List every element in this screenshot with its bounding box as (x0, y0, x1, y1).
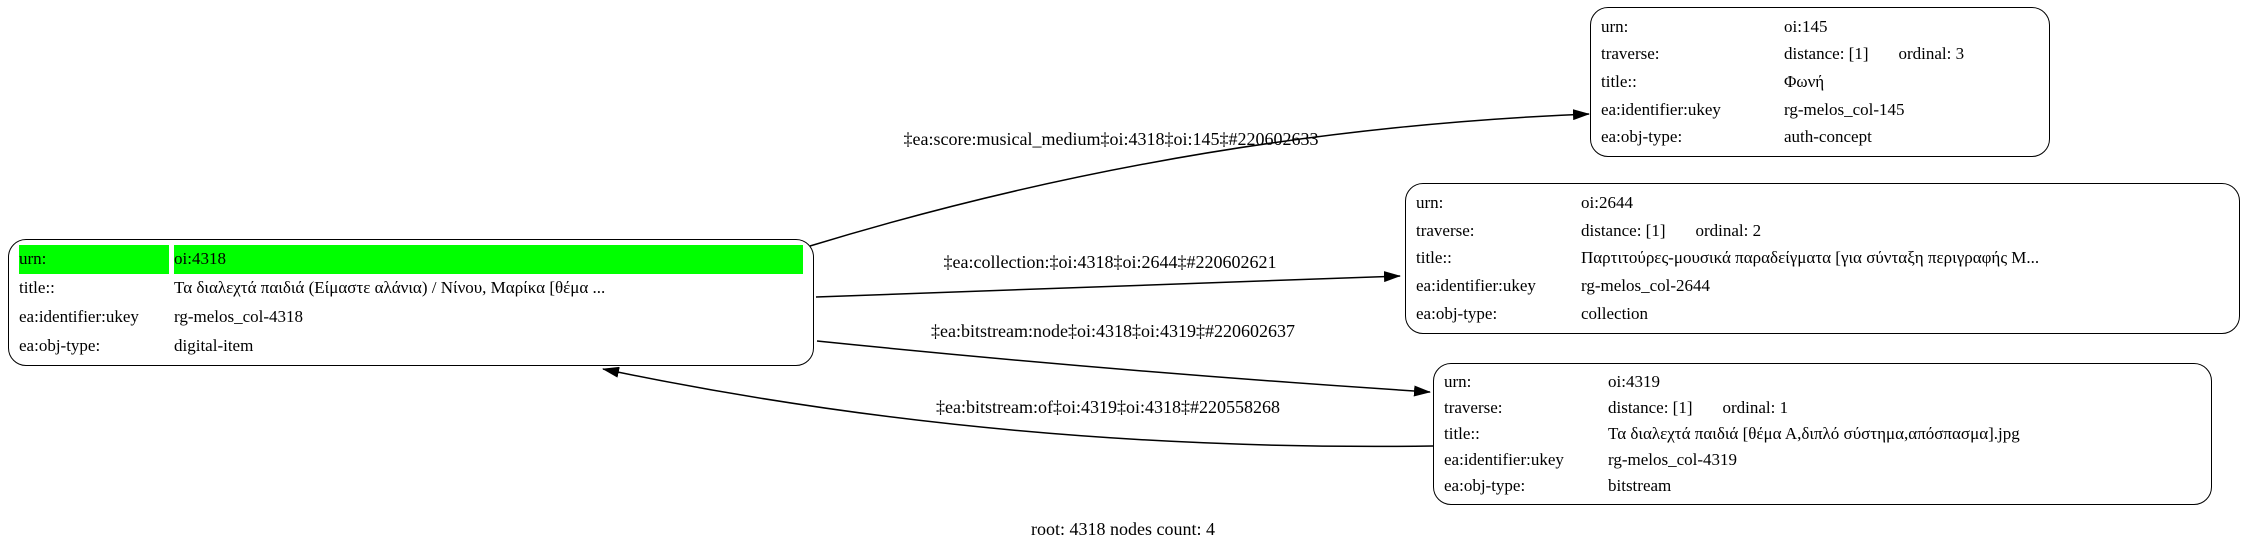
bitstream-title-value: Τα διαλεχτά παιδιά [θέμα Α,διπλό σύστημα… (1608, 424, 2020, 443)
concept-objtype-row: ea:obj-type: auth-concept (1591, 123, 2049, 151)
concept-title-value: Φωνή (1784, 72, 1825, 91)
concept-title-label: title:: (1601, 72, 1637, 91)
collection-ordinal: ordinal: 2 (1695, 220, 1762, 240)
edge-label-bitstream-node: ‡ea:bitstream:node‡oi:4318‡oi:4319‡#2206… (931, 321, 1295, 341)
root-ukey-label: ea:identifier:ukey (19, 306, 139, 326)
concept-urn-row: urn: oi:145 (1591, 13, 2049, 41)
root-title-row: title:: Τα διαλεχτά παιδιά (Είμαστε αλάν… (9, 274, 813, 303)
concept-urn-value: oi:145 (1784, 16, 1828, 36)
bitstream-traverse-label: traverse: (1444, 398, 1503, 417)
graph-caption: root: 4318 nodes count: 4 (1031, 519, 1215, 539)
root-urn-row: urn: oi:4318 (9, 245, 813, 274)
edge-label-score-musical-medium: ‡ea:score:musical_medium‡oi:4318‡oi:145‡… (903, 129, 1319, 149)
concept-urn-label: urn: (1601, 16, 1629, 36)
bitstream-objtype-label: ea:obj-type: (1444, 476, 1526, 495)
collection-traverse-row: traverse: distance: [1] ordinal: 2 (1406, 217, 2239, 245)
node-oi-4319[interactable]: urn: oi:4319 traverse: distance: [1] ord… (1433, 363, 2212, 505)
node-oi-2644[interactable]: urn: oi:2644 traverse: distance: [1] ord… (1405, 183, 2240, 334)
root-ukey-value: rg-melos_col-4318 (174, 306, 304, 326)
collection-traverse-label: traverse: (1416, 220, 1475, 240)
bitstream-distance: distance: [1] (1608, 398, 1693, 417)
collection-urn-label: urn: (1416, 192, 1444, 212)
concept-traverse-label: traverse: (1601, 44, 1660, 64)
collection-objtype-value: collection (1581, 304, 1649, 324)
edge-score-musical-medium-line (809, 109, 1590, 247)
collection-title-row: title:: Παρτιτούρες-μουσικά παραδείγματα… (1406, 245, 2239, 273)
edge-collection-line (815, 271, 1401, 298)
bitstream-ordinal: ordinal: 1 (1722, 398, 1789, 417)
concept-ordinal: ordinal: 3 (1898, 44, 1965, 64)
bitstream-urn-value: oi:4319 (1608, 372, 1660, 391)
collection-urn-row: urn: oi:2644 (1406, 189, 2239, 217)
bitstream-ukey-value: rg-melos_col-4319 (1608, 450, 1738, 469)
collection-title-label: title:: (1416, 248, 1452, 268)
collection-ukey-value: rg-melos_col-2644 (1581, 276, 1711, 296)
collection-title-value: Παρτιτούρες-μουσικά παραδείγματα [για σύ… (1581, 248, 2040, 268)
concept-ukey-row: ea:identifier:ukey rg-melos_col-145 (1591, 96, 2049, 124)
collection-ukey-row: ea:identifier:ukey rg-melos_col-2644 (1406, 272, 2239, 300)
concept-ukey-value: rg-melos_col-145 (1784, 99, 1905, 119)
bitstream-urn-label: urn: (1444, 372, 1472, 391)
node-oi-145[interactable]: urn: oi:145 traverse: distance: [1] ordi… (1590, 7, 2050, 157)
bitstream-urn-row: urn: oi:4319 (1434, 369, 2211, 395)
concept-objtype-label: ea:obj-type: (1601, 127, 1683, 147)
root-urn-label: urn: (19, 245, 169, 274)
collection-ukey-label: ea:identifier:ukey (1416, 276, 1536, 296)
bitstream-title-label: title:: (1444, 424, 1480, 443)
root-title-value: Τα διαλεχτά παιδιά (Είμαστε αλάνια) / Νί… (174, 278, 606, 298)
root-urn-value: oi:4318 (174, 245, 803, 274)
root-objtype-label: ea:obj-type: (19, 335, 101, 355)
root-ukey-row: ea:identifier:ukey rg-melos_col-4318 (9, 303, 813, 332)
concept-distance: distance: [1] (1784, 44, 1869, 64)
bitstream-objtype-row: ea:obj-type: bitstream (1434, 473, 2211, 499)
bitstream-traverse-row: traverse: distance: [1] ordinal: 1 (1434, 395, 2211, 421)
edge-bitstream-of-line (602, 366, 1434, 448)
root-objtype-row: ea:obj-type: digital-item (9, 331, 813, 360)
edge-label-bitstream-of: ‡ea:bitstream:of‡oi:4319‡oi:4318‡#220558… (936, 397, 1280, 417)
bitstream-objtype-value: bitstream (1608, 476, 1672, 495)
bitstream-title-row: title:: Τα διαλεχτά παιδιά [θέμα Α,διπλό… (1434, 421, 2211, 447)
collection-distance: distance: [1] (1581, 220, 1666, 240)
bitstream-ukey-row: ea:identifier:ukey rg-melos_col-4319 (1434, 447, 2211, 473)
concept-objtype-value: auth-concept (1784, 127, 1872, 147)
concept-ukey-label: ea:identifier:ukey (1601, 99, 1721, 119)
concept-traverse-row: traverse: distance: [1] ordinal: 3 (1591, 41, 2049, 69)
collection-objtype-label: ea:obj-type: (1416, 304, 1498, 324)
collection-urn-value: oi:2644 (1581, 192, 1633, 212)
edge-bitstream-node-line (816, 340, 1431, 397)
root-title-label: title:: (19, 278, 55, 298)
node-oi-4318[interactable]: urn: oi:4318 title:: Τα διαλεχτά παιδιά … (8, 239, 814, 366)
concept-title-row: title:: Φωνή (1591, 68, 2049, 96)
collection-objtype-row: ea:obj-type: collection (1406, 300, 2239, 328)
root-objtype-value: digital-item (174, 335, 254, 355)
bitstream-ukey-label: ea:identifier:ukey (1444, 450, 1564, 469)
edge-label-collection: ‡ea:collection:‡oi:4318‡oi:2644‡#2206026… (943, 252, 1277, 272)
